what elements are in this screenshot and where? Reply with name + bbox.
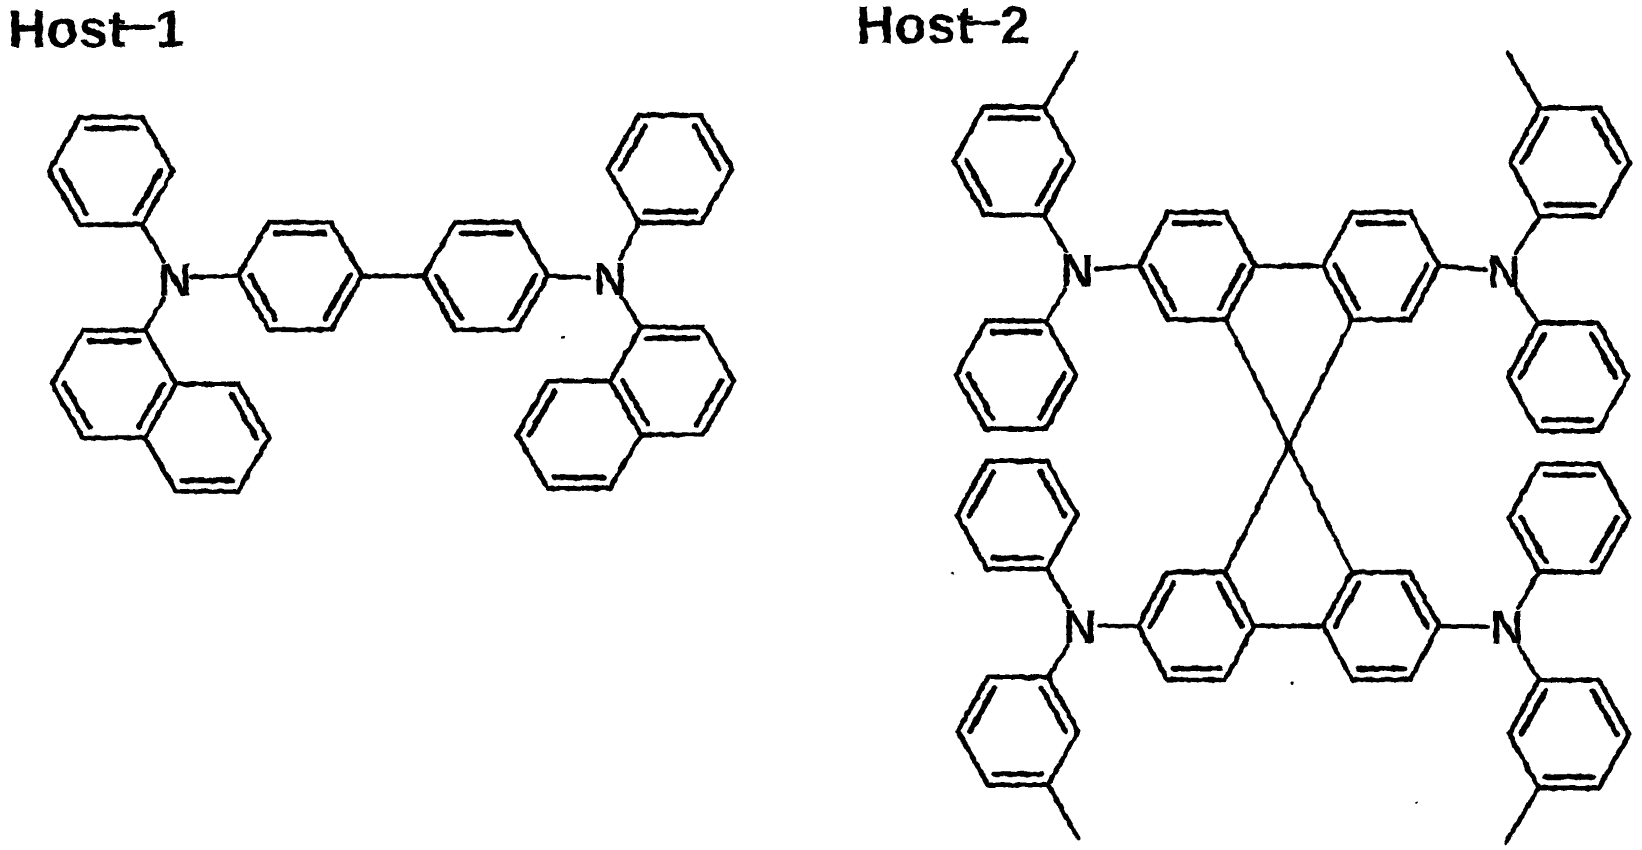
svg-text:N: N [593, 253, 626, 305]
svg-text:1: 1 [155, 0, 184, 59]
svg-text:Host: Host [8, 0, 126, 59]
svg-text:N: N [1060, 245, 1093, 297]
svg-text:2: 2 [1000, 0, 1029, 55]
svg-text:N: N [1063, 601, 1096, 653]
svg-text:N: N [1490, 602, 1523, 654]
svg-text:N: N [1487, 246, 1520, 298]
svg-text:N: N [158, 254, 191, 306]
svg-text:Host: Host [856, 0, 974, 55]
